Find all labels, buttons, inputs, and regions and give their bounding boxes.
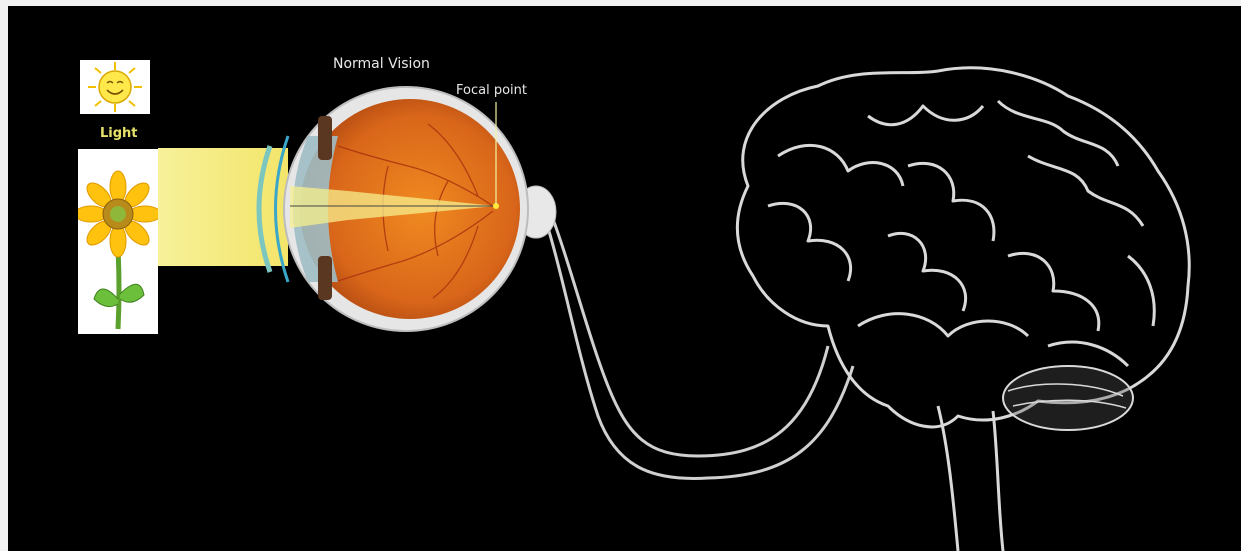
diagram-canvas (8, 6, 1241, 551)
brain-icon (737, 68, 1189, 551)
diagram-title: Normal Vision (333, 56, 430, 72)
diagram-frame: Light (8, 6, 1241, 551)
optic-nerve (548, 206, 853, 478)
light-beam (158, 148, 288, 266)
focal-point-label: Focal point (456, 83, 527, 98)
eye-icon (259, 87, 528, 331)
